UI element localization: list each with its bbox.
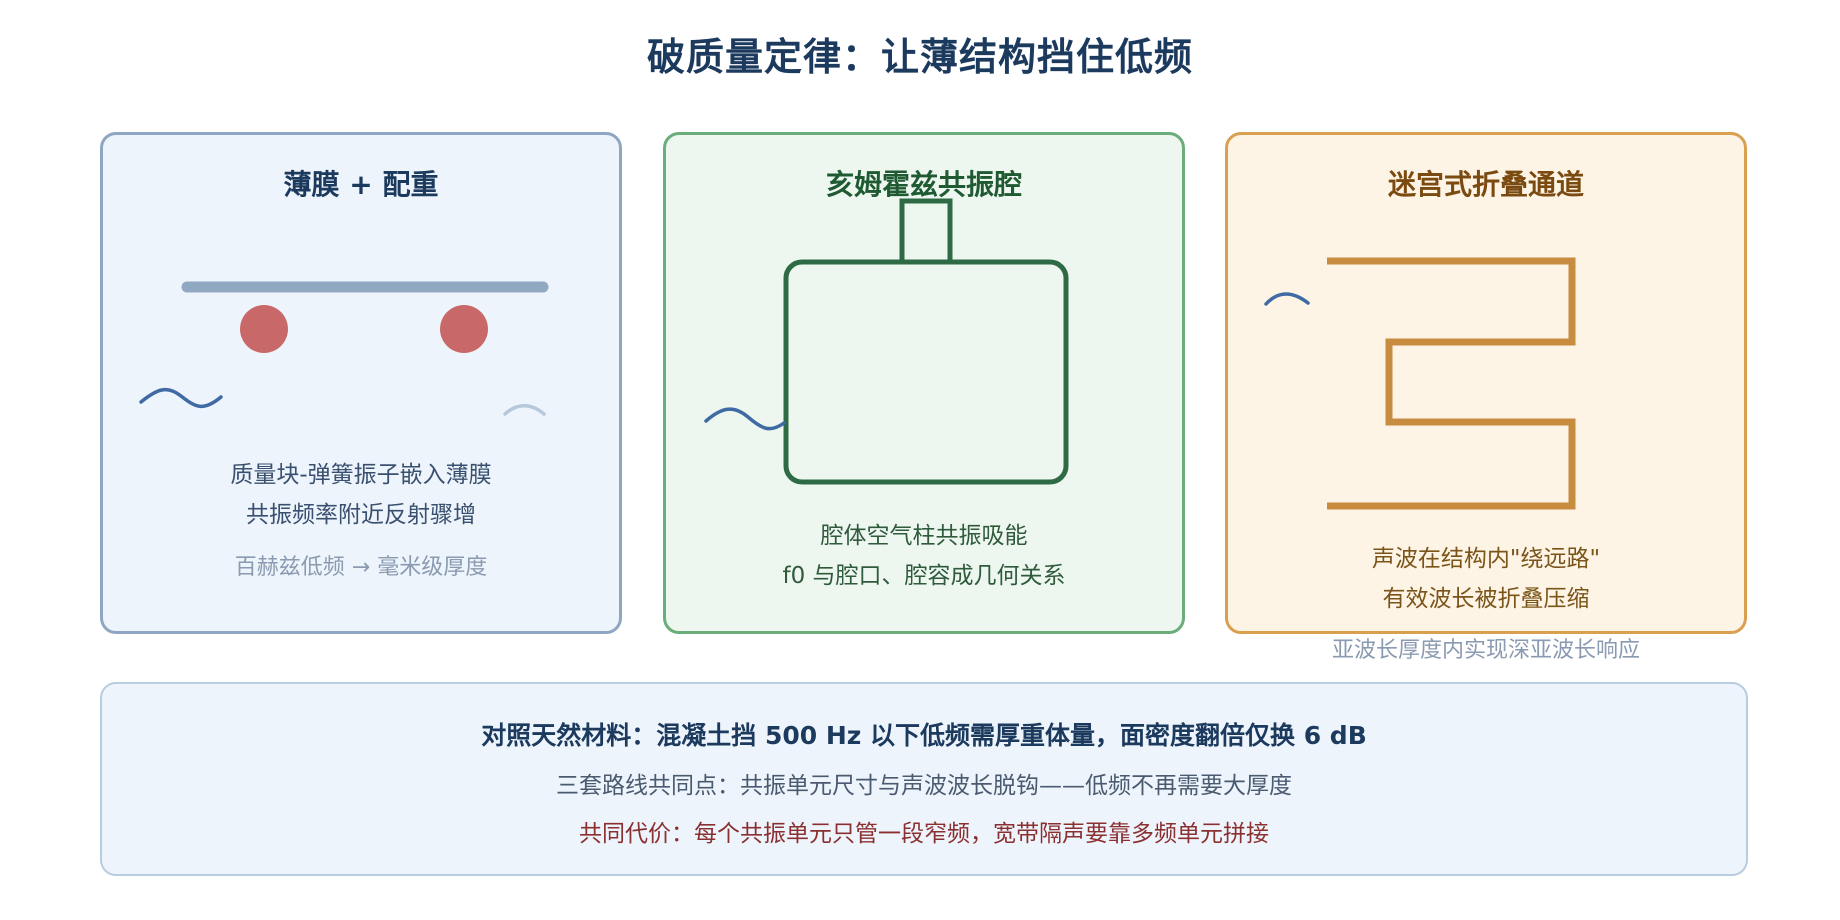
resonator-cavity <box>783 259 1069 485</box>
labyrinth-panel-title: 迷宫式折叠通道 <box>1387 168 1584 201</box>
summary-common-cost: 共同代价：每个共振单元只管一段窄频，宽带隔声要靠多频单元拼接 <box>579 821 1269 847</box>
summary-box: 对照天然材料：混凝土挡 500 Hz 以下低频需厚重体量，面密度翻倍仅换 6 d… <box>100 682 1748 876</box>
mass-block-left <box>240 305 288 353</box>
folded-channel <box>1327 257 1576 510</box>
membrane-description-2: 共振频率附近反射骤增 <box>246 502 476 528</box>
membrane-diagram <box>139 281 549 416</box>
helmholtz-description-1: 腔体空气柱共振吸能 <box>820 523 1028 549</box>
page-title: 破质量定律：让薄结构挡住低频 <box>646 35 1193 79</box>
resonator-neck <box>899 198 953 265</box>
helmholtz-diagram <box>704 198 1069 485</box>
summary-comparison: 对照天然材料：混凝土挡 500 Hz 以下低频需厚重体量，面密度翻倍仅换 6 d… <box>481 721 1367 750</box>
helmholtz-panel-title: 亥姆霍兹共振腔 <box>825 168 1022 201</box>
incident-wave-icon <box>139 387 223 408</box>
labyrinth-description-2: 有效波长被折叠压缩 <box>1382 586 1590 612</box>
labyrinth-note: 亚波长厚度内实现深亚波长响应 <box>1331 638 1640 663</box>
membrane-panel-title: 薄膜 + 配重 <box>283 168 439 201</box>
labyrinth-description-1: 声波在结构内"绕远路" <box>1371 546 1601 572</box>
summary-common-point: 三套路线共同点：共振单元尺寸与声波波长脱钩——低频不再需要大厚度 <box>556 773 1292 799</box>
incident-wave-icon <box>1264 292 1310 306</box>
labyrinth-diagram <box>1264 257 1576 510</box>
mass-block-right <box>440 305 488 353</box>
labyrinth-panel: 迷宫式折叠通道 声波在结构内"绕远路" 有效波长被折叠压缩 <box>1225 132 1747 634</box>
membrane-note: 百赫兹低频 → 毫米级厚度 <box>234 555 488 580</box>
membrane-panel: 薄膜 + 配重 质量块-弹簧振子嵌入薄膜 共振频率附近反射骤增 百赫兹低频 → … <box>100 132 622 634</box>
membrane-description-1: 质量块-弹簧振子嵌入薄膜 <box>230 462 492 488</box>
incident-wave-icon <box>704 407 786 431</box>
transmitted-wave-icon <box>503 404 546 416</box>
helmholtz-panel: 亥姆霍兹共振腔 腔体空气柱共振吸能 f0 与腔口、腔容成几何关系 <box>663 132 1185 634</box>
helmholtz-description-2: f0 与腔口、腔容成几何关系 <box>782 563 1066 589</box>
